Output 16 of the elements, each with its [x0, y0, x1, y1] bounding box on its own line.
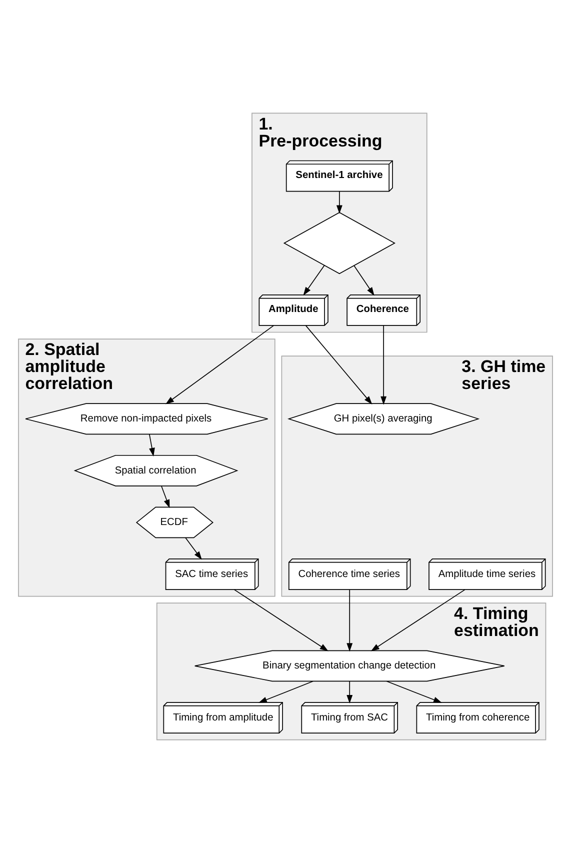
- arrow: [185, 537, 202, 560]
- arrow: [303, 264, 325, 296]
- arrow: [148, 434, 155, 456]
- arrow: [370, 589, 466, 652]
- arrow: [336, 190, 342, 214]
- arrow: [160, 486, 170, 508]
- arrow: [346, 589, 353, 652]
- arrow: [346, 680, 353, 704]
- arrow: [234, 589, 328, 652]
- arrow: [386, 680, 442, 703]
- node-diamond: [283, 212, 396, 274]
- arrow: [166, 325, 274, 404]
- arrow: [258, 680, 314, 703]
- arrow: [305, 325, 372, 405]
- arrow: [354, 265, 374, 296]
- arrow: [380, 325, 387, 405]
